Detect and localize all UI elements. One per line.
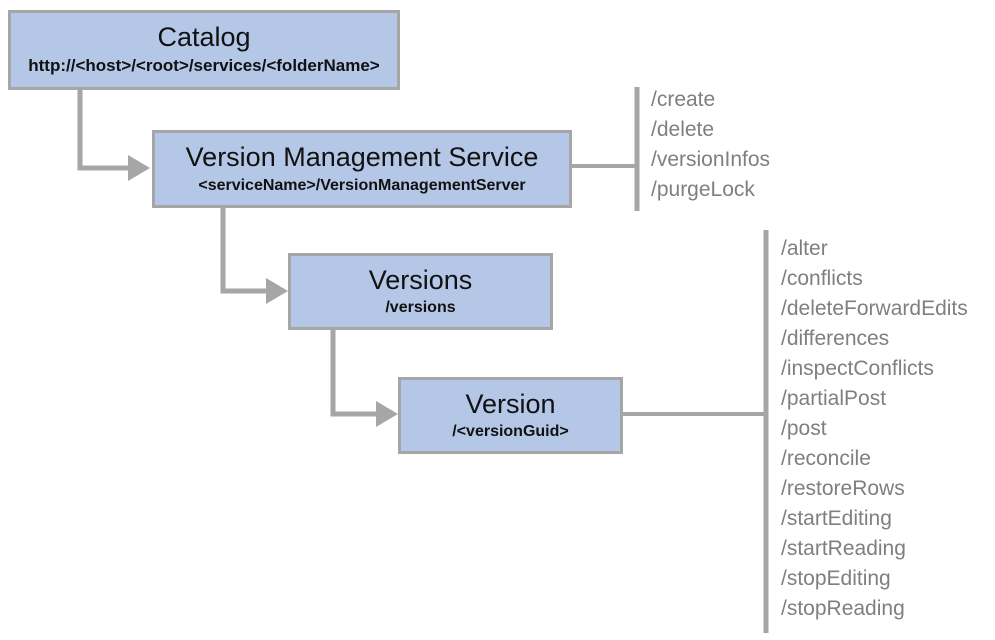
endpoint-item: /post — [781, 417, 827, 440]
endpoint-list-vms: /create /delete /versionInfos /purgeLock — [651, 85, 770, 205]
node-version-management-service: Version Management Service <serviceName>… — [152, 130, 572, 208]
endpoint-item: /deleteForwardEdits — [781, 297, 968, 320]
endpoint-item: /restoreRows — [781, 477, 905, 500]
node-version-url: /<versionGuid> — [452, 423, 569, 441]
endpoint-item: /delete — [651, 118, 715, 141]
node-catalog: Catalog http://<host>/<root>/services/<f… — [8, 10, 400, 90]
endpoint-item: /startReading — [781, 537, 906, 560]
connector-versions-to-version — [330, 329, 378, 417]
node-catalog-title: Catalog — [157, 22, 251, 53]
node-versions: Versions /versions — [288, 253, 553, 330]
arrowhead-icon — [376, 401, 398, 427]
node-vms-title: Version Management Service — [185, 142, 539, 173]
endpoint-item: /create — [651, 88, 716, 111]
endpoint-item: /reconcile — [781, 447, 871, 470]
node-version-title: Version — [465, 388, 556, 419]
endpoint-item: /inspectConflicts — [781, 357, 934, 380]
endpoint-item: /partialPost — [781, 387, 887, 410]
endpoint-item: /versionInfos — [651, 148, 771, 171]
endpoint-item: /alter — [781, 237, 828, 260]
connector-catalog-to-vms — [77, 90, 130, 171]
arrowhead-icon — [128, 155, 150, 181]
endpoint-item: /stopEditing — [781, 567, 891, 590]
endpoint-item: /purgeLock — [651, 178, 755, 201]
endpoint-item: /startEditing — [781, 507, 892, 530]
node-catalog-url: http://<host>/<root>/services/<folderNam… — [28, 56, 380, 76]
node-version: Version /<versionGuid> — [398, 377, 623, 454]
arrowhead-icon — [266, 278, 288, 304]
node-versions-url: /versions — [385, 299, 456, 317]
endpoint-item: /stopReading — [781, 597, 905, 620]
endpoint-list-version: /alter /conflicts /deleteForwardEdits /d… — [781, 234, 968, 624]
node-versions-title: Versions — [368, 264, 473, 295]
endpoint-item: /differences — [781, 327, 890, 350]
node-vms-url: <serviceName>/VersionManagementServer — [198, 176, 526, 194]
connector-vms-to-versions — [220, 207, 268, 294]
endpoint-item: /conflicts — [781, 267, 863, 290]
